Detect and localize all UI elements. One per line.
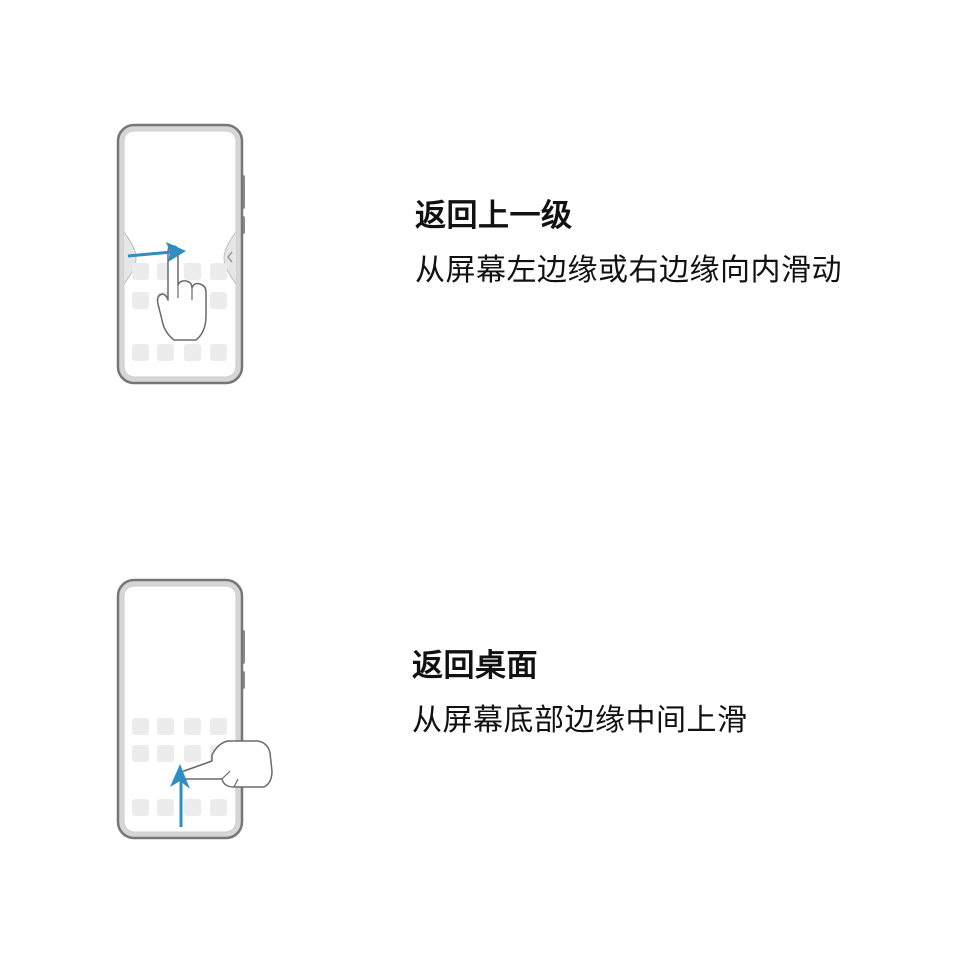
gesture-home-title: 返回桌面 [412,648,538,684]
gesture-back-text: 返回上一级 从屏幕左边缘或右边缘向内滑动 [415,196,842,292]
gesture-back-section: 返回上一级 从屏幕左边缘或右边缘向内滑动 [0,0,980,480]
gesture-back-description: 从屏幕左边缘或右边缘向内滑动 [415,253,842,288]
phone-swipe-edge-inward-icon [116,123,245,385]
gesture-back-title: 返回上一级 [415,198,573,234]
gesture-home-description: 从屏幕底部边缘中间上滑 [412,703,748,738]
phone-swipe-bottom-up-icon [116,578,273,840]
gesture-home-text: 返回桌面 从屏幕底部边缘中间上滑 [412,646,748,742]
gesture-home-section: 返回桌面 从屏幕底部边缘中间上滑 [0,480,980,960]
